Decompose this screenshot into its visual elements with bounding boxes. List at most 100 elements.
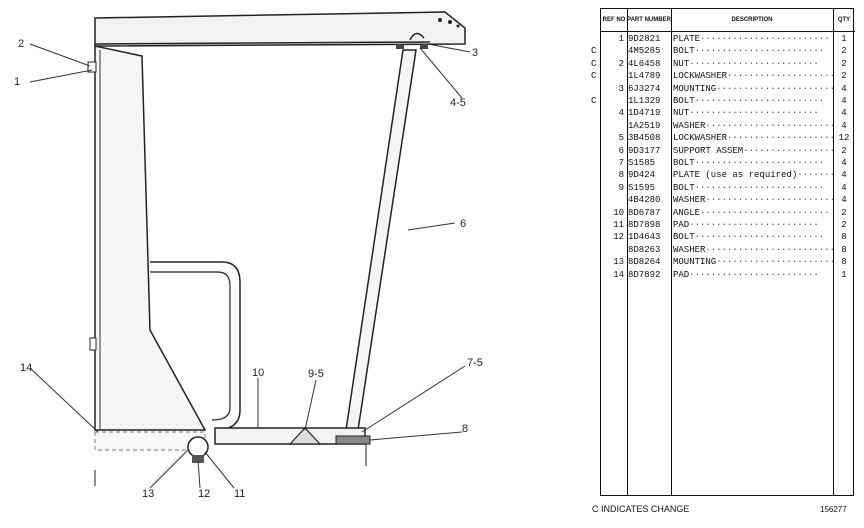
table-row: 9 S1595 BOLT························ 4 bbox=[601, 182, 853, 194]
table-row: 5 3B4508 LOCKWASHER·······················… bbox=[601, 132, 853, 144]
part-description: WASHER························ bbox=[673, 195, 833, 206]
part-description: PLATE························ bbox=[673, 34, 830, 44]
callout-label: 10 bbox=[252, 367, 264, 379]
callout-label: 3 bbox=[472, 47, 478, 59]
part-number: 4L6458 bbox=[628, 58, 661, 69]
ref-number: 9 bbox=[618, 182, 624, 193]
table-row: 6 9D3177 SUPPORT ASSEM····················… bbox=[601, 145, 853, 157]
table-row: 13 8D8264 MOUNTING························… bbox=[601, 256, 853, 268]
part-description: LOCKWASHER························ bbox=[673, 133, 833, 144]
part-number: 1A2519 bbox=[628, 120, 661, 131]
part-description: MOUNTING························ bbox=[673, 257, 833, 268]
part-number: 6J3274 bbox=[628, 83, 661, 94]
table-row: 8 9D424 PLATE (use as required)···········… bbox=[601, 169, 853, 181]
callout-label: 6 bbox=[460, 218, 466, 230]
change-mark: C bbox=[591, 96, 597, 106]
part-number: 9D2821 bbox=[628, 34, 661, 44]
ref-number: 13 bbox=[613, 257, 624, 268]
quantity: 12 bbox=[838, 133, 850, 144]
ref-number: 14 bbox=[613, 269, 624, 280]
ref-number: 12 bbox=[613, 232, 624, 243]
change-mark: C bbox=[591, 58, 597, 69]
table-row: C 4M5285 BOLT························ 2 bbox=[591, 45, 853, 57]
ref-number: 10 bbox=[613, 207, 624, 218]
part-description: NUT························ bbox=[673, 108, 819, 119]
part-description: SUPPORT ASSEM························ bbox=[673, 145, 833, 156]
part-number: 1L1329 bbox=[628, 96, 661, 106]
quantity: 4 bbox=[841, 158, 847, 168]
quantity: 4 bbox=[841, 170, 847, 181]
ref-number: 7 bbox=[618, 158, 624, 168]
quantity: 4 bbox=[841, 96, 847, 106]
part-description: BOLT························ bbox=[673, 232, 825, 243]
part-number: 3B4508 bbox=[628, 133, 661, 144]
quantity: 2 bbox=[841, 46, 847, 57]
ref-number: 5 bbox=[618, 133, 624, 144]
quantity: 8 bbox=[841, 232, 847, 243]
left-frame bbox=[94, 45, 207, 431]
part-number: S1595 bbox=[628, 182, 656, 193]
table-row: 4B4280 WASHER························ 4 bbox=[601, 194, 853, 206]
part-description: MOUNTING························ bbox=[673, 83, 833, 94]
part-number: 9D3177 bbox=[628, 145, 661, 156]
part-number: 4M5285 bbox=[628, 46, 661, 57]
ref-number: 6 bbox=[618, 145, 624, 156]
callout-label: 7-5 bbox=[467, 357, 483, 369]
part-description: WASHER························ bbox=[673, 120, 833, 131]
change-mark: C bbox=[591, 46, 597, 57]
top-plate bbox=[94, 11, 466, 47]
part-description: BOLT························ bbox=[673, 96, 825, 106]
callout-label: 13 bbox=[142, 488, 154, 500]
quantity: 8 bbox=[841, 244, 847, 255]
part-number: 8D8263 bbox=[628, 244, 661, 255]
part-number: 1D4719 bbox=[628, 108, 661, 119]
parts-drawing: 1 2 3 4-5 6 7-5 8 9-5 10 11 12 13 14 bbox=[14, 11, 483, 500]
table-row: 3 6J3274 MOUNTING························ 4 bbox=[601, 83, 853, 95]
quantity: 4 bbox=[841, 120, 847, 131]
callout-label: 8 bbox=[462, 423, 468, 435]
callout-label: 14 bbox=[20, 362, 32, 374]
table-row: 1A2519 WASHER························ 4 bbox=[601, 120, 853, 132]
part-number: 8D6787 bbox=[628, 207, 661, 218]
quantity: 2 bbox=[841, 145, 847, 156]
part-description: BOLT························ bbox=[673, 46, 825, 57]
ref-number: 8 bbox=[618, 170, 624, 181]
quantity: 4 bbox=[841, 195, 847, 206]
part-number: 9D424 bbox=[628, 170, 656, 181]
part-description: BOLT························ bbox=[673, 182, 825, 193]
part-number: 1L4789 bbox=[628, 71, 661, 82]
part-number: 8D7892 bbox=[628, 269, 661, 280]
ref-number: 3 bbox=[618, 83, 624, 94]
part-number: 8D7898 bbox=[628, 220, 661, 230]
drawing-number: 156277 bbox=[820, 505, 847, 514]
ref-number: 1 bbox=[618, 34, 624, 44]
quantity: 4 bbox=[841, 182, 847, 193]
table-row: C1L4789LOCKWASHER·······················… bbox=[591, 70, 853, 82]
callout-label: 9-5 bbox=[308, 368, 324, 380]
part-description: WASHER························ bbox=[673, 244, 833, 255]
part-description: NUT························ bbox=[673, 58, 819, 69]
change-mark: C bbox=[591, 71, 597, 82]
part-number: 4B4280 bbox=[628, 195, 661, 206]
ref-number: 4 bbox=[618, 108, 624, 119]
table-row: C 1L1329 BOLT························ 4 bbox=[591, 95, 853, 107]
callout-label: 4-5 bbox=[450, 97, 466, 109]
callout-label: 11 bbox=[234, 488, 245, 500]
callout-label: 1 bbox=[14, 76, 20, 88]
ref-number: 11 bbox=[613, 220, 624, 230]
change-indicator-note: C INDICATES CHANGE bbox=[592, 504, 690, 514]
part-description: BOLT························ bbox=[673, 158, 825, 168]
callout-label: 12 bbox=[198, 488, 210, 500]
quantity: 4 bbox=[841, 83, 847, 94]
part-description: PAD························ bbox=[673, 269, 819, 280]
quantity: 2 bbox=[841, 58, 847, 69]
part-number: 8D8264 bbox=[628, 257, 661, 268]
part-description: PLATE (use as required)·················… bbox=[673, 170, 833, 181]
